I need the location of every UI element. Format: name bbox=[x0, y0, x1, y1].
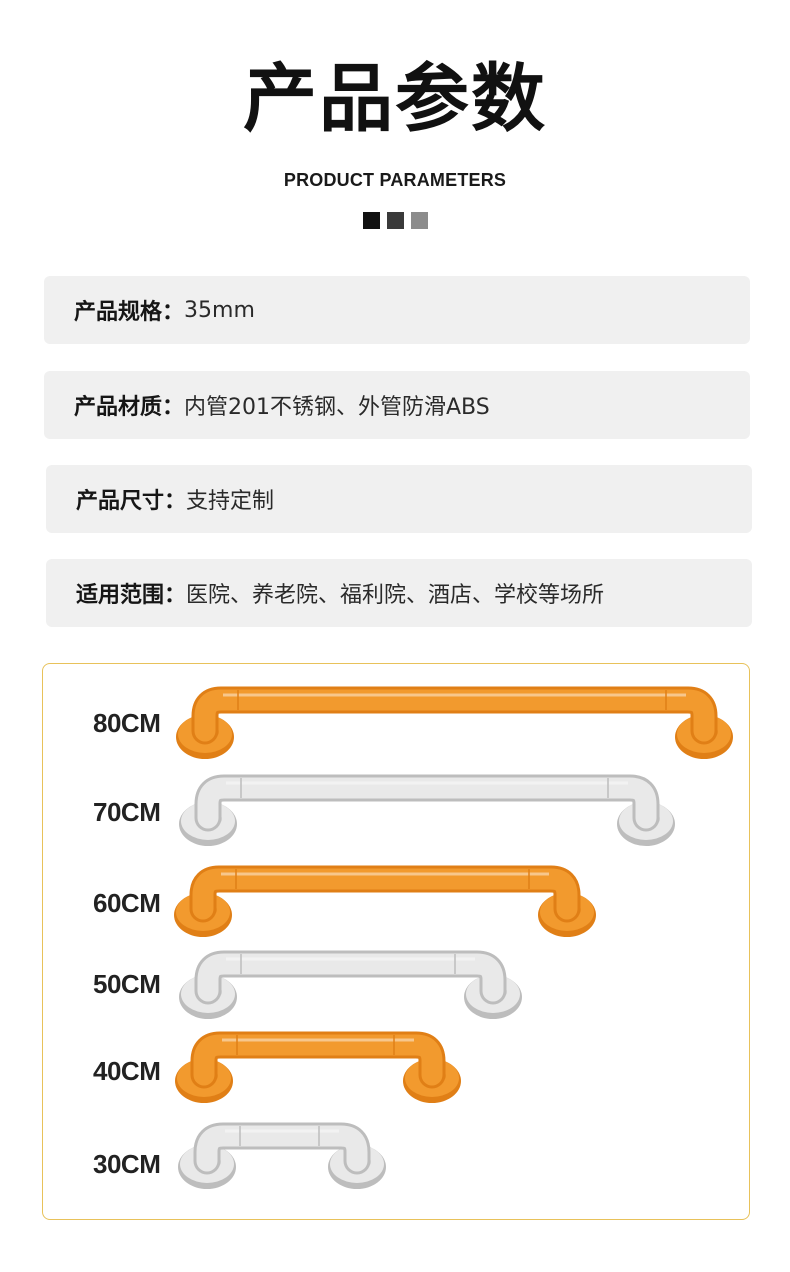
size-label-40: 40CM bbox=[93, 1056, 161, 1086]
param-row-material: 产品材质： 内管201不锈钢、外管防滑ABS bbox=[44, 371, 750, 439]
bar-tube-60cm bbox=[192, 868, 578, 920]
decorative-dots bbox=[0, 212, 790, 229]
param-label: 适用范围： bbox=[76, 583, 187, 608]
param-value: 支持定制 bbox=[186, 489, 275, 514]
bar-tube-30cm bbox=[196, 1125, 368, 1172]
param-value: 内管201不锈钢、外管防滑ABS bbox=[184, 395, 490, 420]
param-row-size: 产品尺寸： 支持定制 bbox=[46, 465, 752, 533]
bar-tube-70cm bbox=[197, 777, 657, 829]
param-row-spec: 产品规格： 35mm bbox=[44, 276, 750, 344]
param-value: 医院、养老院、福利院、酒店、学校等场所 bbox=[186, 583, 605, 608]
page-subtitle: PRODUCT PARAMETERS bbox=[283, 170, 507, 190]
dot-3 bbox=[410, 212, 428, 229]
param-label: 产品材质： bbox=[74, 395, 185, 420]
size-label-70: 70CM bbox=[93, 797, 161, 827]
param-label: 产品尺寸： bbox=[76, 489, 187, 514]
size-panel bbox=[42, 663, 750, 1220]
bar-tube-80cm bbox=[194, 689, 715, 742]
size-label-80: 80CM bbox=[93, 708, 161, 738]
size-label-60: 60CM bbox=[93, 888, 161, 918]
size-label-30: 30CM bbox=[93, 1149, 161, 1179]
param-row-usage: 适用范围： 医院、养老院、福利院、酒店、学校等场所 bbox=[46, 559, 752, 627]
bar-tube-40cm bbox=[193, 1034, 443, 1086]
page-title: 产品参数 bbox=[243, 56, 547, 142]
param-label: 产品规格： bbox=[74, 300, 185, 325]
dot-2 bbox=[386, 212, 404, 229]
bar-tube-50cm bbox=[197, 953, 504, 1002]
param-value: 35mm bbox=[184, 297, 255, 323]
dot-1 bbox=[362, 212, 380, 229]
size-label-50: 50CM bbox=[93, 969, 161, 999]
